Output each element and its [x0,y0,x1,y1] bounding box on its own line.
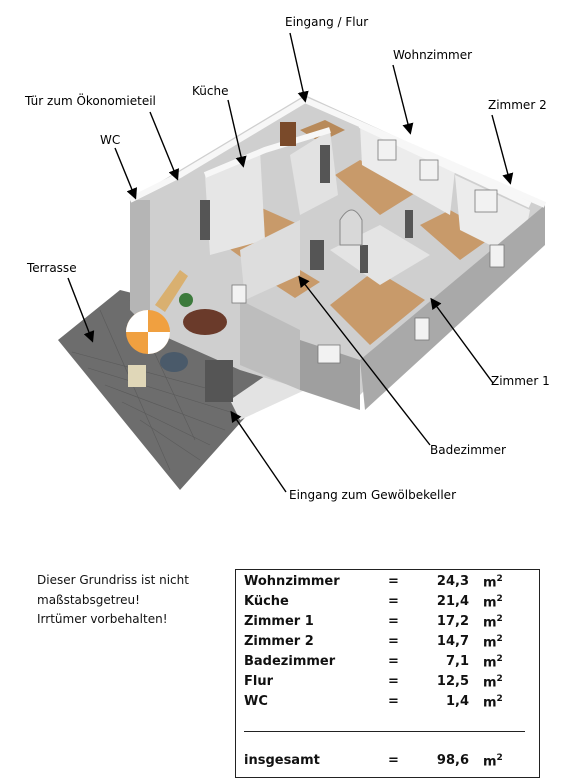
front-wall-bottom [300,340,360,410]
interior-wall [240,220,300,300]
table-total-row: insgesamt = 98,6 m2 [244,753,539,772]
row-unit: m2 [483,594,503,611]
row-name: WC [244,694,268,709]
plant-pot [160,352,188,372]
row-value: 12,5 [436,674,469,689]
note-line: maßstabsgetreu! [37,592,140,607]
floor-plan-illustration [58,32,547,493]
row-equals: = [388,674,399,689]
row-equals: = [388,634,399,649]
row-value: 7,1 [445,654,469,669]
label-tuer-oekonomieteil: Tür zum Ökonomieteil [25,94,156,108]
row-name: Zimmer 2 [244,634,314,649]
plant [179,293,193,307]
front-wall-left [130,200,150,330]
table-row: Flur = 12,5 m2 [244,674,539,693]
label-wc: WC [100,133,121,147]
note-line: Dieser Grundriss ist nicht [37,573,189,587]
table [183,309,227,335]
row-value: 24,3 [436,574,469,589]
row-equals: = [388,654,399,669]
total-equals: = [388,753,399,768]
table-divider [244,731,525,732]
row-equals: = [388,614,399,629]
row-unit: m2 [483,694,503,711]
row-unit: m2 [483,574,503,591]
label-kueche: Küche [192,84,229,98]
arch-doorway [339,209,363,246]
row-value: 1,4 [445,694,469,709]
label-zimmer2: Zimmer 2 [488,98,547,112]
label-eingang-flur: Eingang / Flur [285,15,369,29]
row-unit: m2 [483,654,503,671]
table-row: Küche = 21,4 m2 [244,594,539,613]
row-name: Zimmer 1 [244,614,314,629]
table-row: WC = 1,4 m2 [244,694,539,713]
interior-wall [205,150,265,255]
table-row: Zimmer 1 = 17,2 m2 [244,614,539,633]
windows [231,139,505,364]
row-equals: = [388,594,399,609]
row-equals: = [388,574,399,589]
total-name: insgesamt [244,753,320,768]
row-name: Wohnzimmer [244,574,340,589]
area-table: Wohnzimmer = 24,3 m2 Küche = 21,4 m2 Zim… [235,569,540,778]
terrace-tiles [71,299,251,471]
row-name: Flur [244,674,274,689]
front-wall-mid [240,300,300,390]
row-unit: m2 [483,614,503,631]
table-row: Zimmer 2 = 14,7 m2 [244,634,539,653]
room1-floor [330,270,425,345]
row-value: 17,2 [436,614,469,629]
row-unit: m2 [483,674,503,691]
row-value: 14,7 [436,634,469,649]
row-name: Badezimmer [244,654,336,669]
table-row: Badezimmer = 7,1 m2 [244,654,539,673]
label-gewoelbekeller: Eingang zum Gewölbekeller [289,488,456,502]
disclaimer-note: Dieser Grundriss ist nicht maßstabsgetre… [37,571,189,630]
room2-floor [420,210,495,260]
lounge-chair [155,270,188,312]
leader-lines [67,32,514,493]
note-line: Irrtümer vorbehalten! [37,612,168,626]
label-terrasse: Terrasse [27,261,77,275]
doors [200,122,413,402]
garden-chair [128,365,146,387]
label-badezimmer: Badezimmer [430,443,506,457]
table-row: Wohnzimmer = 24,3 m2 [244,574,539,593]
row-name: Küche [244,594,289,609]
wall-caps [128,96,547,208]
total-value: 98,6 [436,753,469,768]
label-wohnzimmer: Wohnzimmer [393,48,473,62]
living-room-floor [335,160,420,215]
total-unit: m2 [483,753,503,770]
row-unit: m2 [483,634,503,651]
label-zimmer1: Zimmer 1 [491,374,550,388]
row-value: 21,4 [436,594,469,609]
row-equals: = [388,694,399,709]
